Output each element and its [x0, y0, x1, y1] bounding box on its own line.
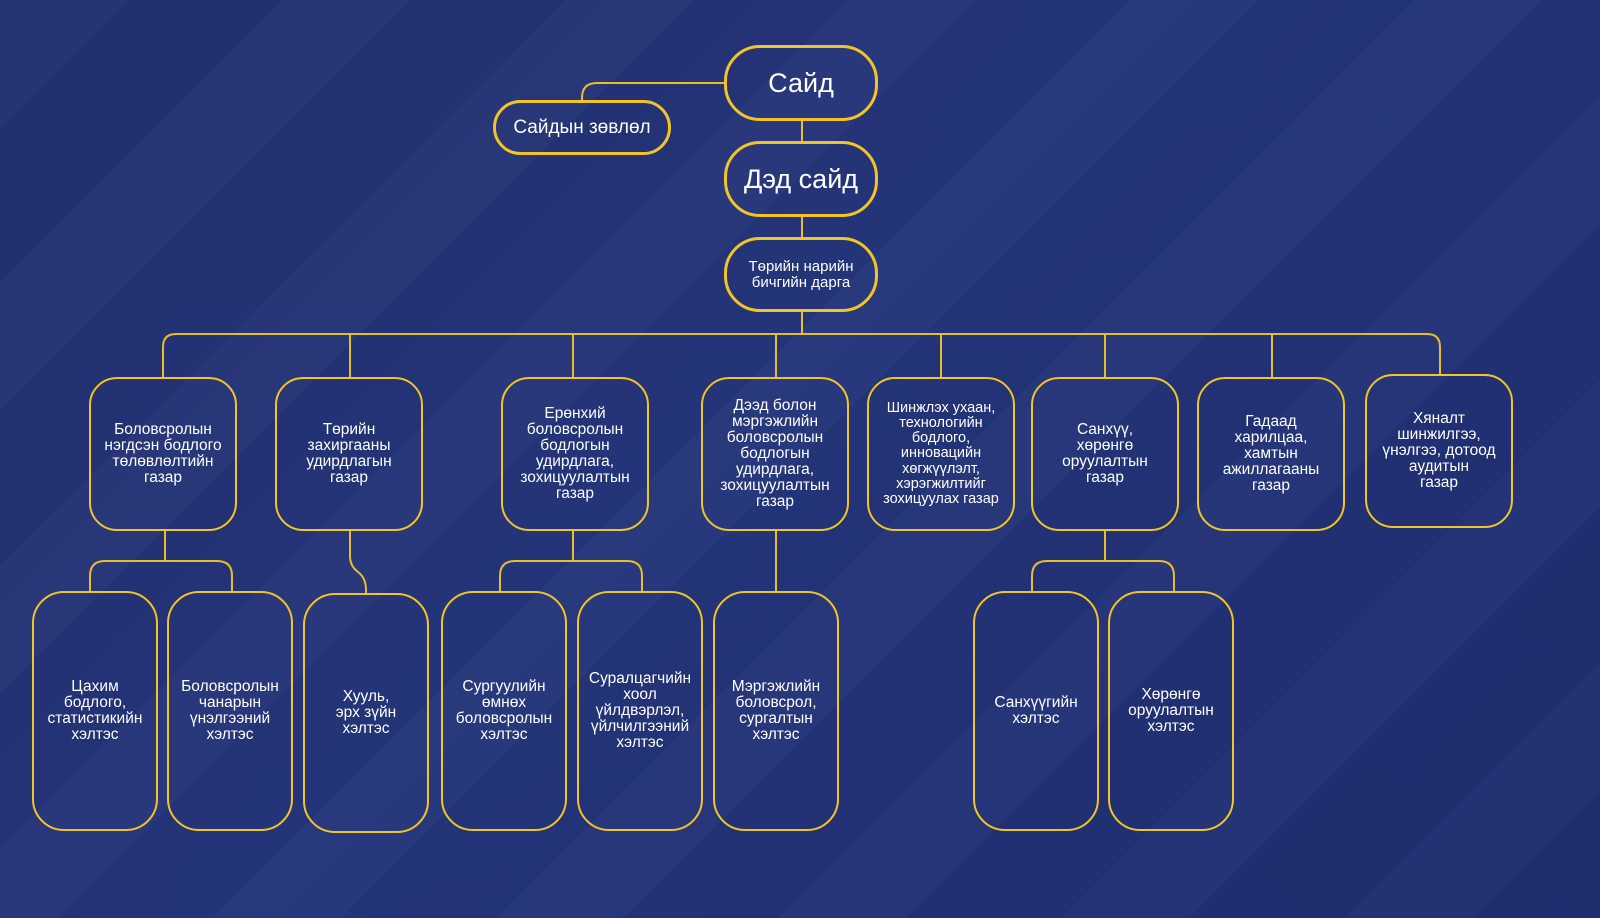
- division-box-digital: Цахим бодлого, статистикийн хэлтэс: [32, 591, 158, 831]
- division-box-preschool: Сургуулийн өмнөх боловсролын хэлтэс: [441, 591, 567, 831]
- division-box-vocational: Мэргэжлийн боловсрол, сургалтын хэлтэс: [713, 591, 839, 831]
- division-label-digital: Цахим бодлого, статистикийн хэлтэс: [47, 677, 143, 744]
- department-label-policy: Боловсролын нэгдсэн бодлого төлөвлөлтийн…: [104, 420, 222, 487]
- division-label-investment: Хөрөнгө оруулалтын хэлтэс: [1128, 685, 1214, 736]
- department-box-higher: Дээд болон мэргэжлийн боловсролын бодлог…: [701, 377, 849, 531]
- division-box-law: Хууль, эрх зүйн хэлтэс: [303, 593, 429, 833]
- secretary-label: Төрийн нарийн бичгийн дарга: [748, 257, 854, 291]
- council-box: Сайдын зөвлөл: [493, 100, 671, 155]
- division-box-quality: Боловсролын чанарын үнэлгээний хэлтэс: [167, 591, 293, 831]
- department-label-finance: Санхүү, хөрөнгө оруулалтын газар: [1062, 420, 1148, 487]
- department-box-general: Ерөнхий боловсролын бодлогын удирдлага, …: [501, 377, 649, 531]
- deputy-box: Дэд сайд: [724, 141, 878, 217]
- connector-minister-council: [581, 82, 724, 102]
- council-label: Сайдын зөвлөл: [513, 116, 651, 138]
- connector-admin-law: [349, 531, 367, 594]
- minister-label: Сайд: [768, 67, 834, 98]
- connector-general-divisions: [499, 531, 643, 591]
- department-box-audit: Хяналт шинжилгээ, үнэлгээ, дотоод аудиты…: [1365, 374, 1513, 528]
- department-box-foreign: Гадаад харилцаа, хамтын ажиллагааны газа…: [1197, 377, 1345, 531]
- division-label-preschool: Сургуулийн өмнөх боловсролын хэлтэс: [455, 677, 553, 744]
- division-label-finance: Санхүүгийн хэлтэс: [994, 693, 1078, 727]
- minister-box: Сайд: [724, 45, 878, 121]
- division-label-vocational: Мэргэжлийн боловсрол, сургалтын хэлтэс: [731, 677, 821, 744]
- department-label-foreign: Гадаад харилцаа, хамтын ажиллагааны газа…: [1222, 412, 1320, 495]
- department-box-admin: Төрийн захиргааны удирдлагын газар: [275, 377, 423, 531]
- deputy-label: Дэд сайд: [743, 163, 859, 194]
- division-label-quality: Боловсролын чанарын үнэлгээний хэлтэс: [181, 677, 279, 744]
- division-label-student: Суралцагчийн хоол үйлдвэрлэл, үйлчилгээн…: [588, 669, 692, 752]
- department-label-science: Шинжлэх ухаан, технологийн бодлого, инно…: [883, 400, 999, 507]
- connector-finance-divisions: [1031, 531, 1175, 591]
- connector-department-bus: [162, 333, 1441, 377]
- division-label-law: Хууль, эрх зүйн хэлтэс: [335, 687, 397, 738]
- department-label-general: Ерөнхий боловсролын бодлогын удирдлага, …: [520, 404, 630, 503]
- department-label-admin: Төрийн захиргааны удирдлагын газар: [306, 420, 392, 487]
- department-label-higher: Дээд болон мэргэжлийн боловсролын бодлог…: [720, 396, 830, 511]
- department-box-science: Шинжлэх ухаан, технологийн бодлого, инно…: [867, 377, 1015, 531]
- department-box-finance: Санхүү, хөрөнгө оруулалтын газар: [1031, 377, 1179, 531]
- secretary-box: Төрийн нарийн бичгийн дарга: [724, 237, 878, 312]
- division-box-student: Суралцагчийн хоол үйлдвэрлэл, үйлчилгээн…: [577, 591, 703, 831]
- department-box-policy: Боловсролын нэгдсэн бодлого төлөвлөлтийн…: [89, 377, 237, 531]
- department-label-audit: Хяналт шинжилгээ, үнэлгээ, дотоод аудиты…: [1382, 409, 1496, 492]
- division-box-finance: Санхүүгийн хэлтэс: [973, 591, 1099, 831]
- connector-policy-divisions: [89, 531, 233, 591]
- division-box-investment: Хөрөнгө оруулалтын хэлтэс: [1108, 591, 1234, 831]
